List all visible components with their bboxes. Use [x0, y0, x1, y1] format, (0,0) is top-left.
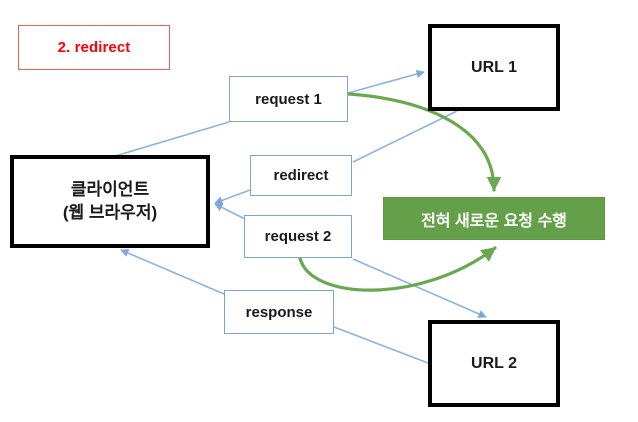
node-request-1-label: request 1 — [255, 90, 322, 108]
edge-url2-to-response — [333, 326, 429, 364]
edge-request1-to-url1 — [347, 69, 425, 94]
node-url-2-label: URL 2 — [471, 354, 517, 372]
node-response-label: response — [245, 303, 313, 321]
step-badge-label: 2. redirect — [57, 39, 131, 56]
node-request-1: request 1 — [229, 76, 348, 122]
node-request-2-label: request 2 — [264, 228, 332, 245]
node-redirect: redirect — [250, 155, 352, 196]
node-client: 클라이언트 (웹 브라우저) — [10, 155, 210, 248]
edge-request2-to-url2 — [352, 258, 487, 318]
node-url-1: URL 1 — [428, 24, 560, 111]
node-redirect-label: redirect — [273, 167, 329, 184]
node-client-line1: 클라이언트 — [70, 179, 150, 199]
edge-request2-to-client — [214, 203, 246, 220]
node-url-1-label: URL 1 — [471, 58, 517, 76]
node-response: response — [224, 290, 334, 334]
edge-response-to-client — [120, 249, 225, 295]
edge-request1-to-client — [111, 121, 230, 158]
node-client-line2: (웹 브라우저) — [62, 202, 158, 222]
node-new-request: 전혀 새로운 요청 수행 — [383, 197, 605, 240]
edge-redirect-to-client — [214, 189, 251, 205]
node-request-2: request 2 — [244, 215, 352, 258]
node-new-request-label: 전혀 새로운 요청 수행 — [421, 212, 567, 230]
node-url-2: URL 2 — [428, 320, 560, 407]
edge-url1-to-redirect — [352, 110, 458, 163]
step-badge: 2. redirect — [18, 25, 170, 70]
